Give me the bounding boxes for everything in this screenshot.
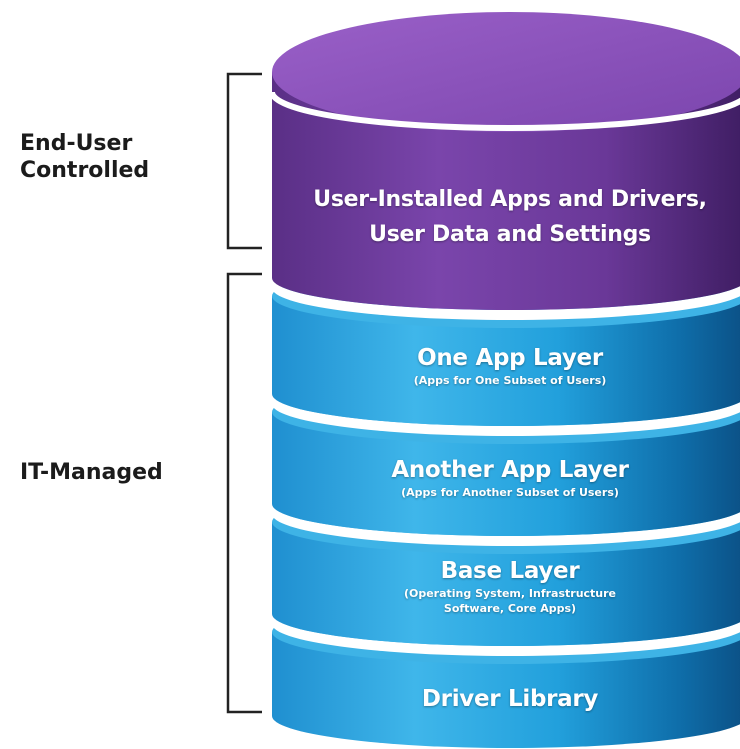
base-layer-subtitle-line2: Software, Core Apps) <box>443 602 577 615</box>
separator-2 <box>272 394 740 436</box>
separator-1 <box>272 278 740 320</box>
another-app-layer-subtitle: (Apps for Another Subset of Users) <box>401 486 619 499</box>
one-app-layer-title: One App Layer <box>417 345 603 371</box>
one-app-layer-text: One App Layer (Apps for One Subset of Us… <box>270 343 740 388</box>
base-layer-subtitle-line1: (Operating System, Infrastructure <box>403 587 617 600</box>
base-layer-title: Base Layer <box>440 558 580 584</box>
another-app-layer-title: Another App Layer <box>391 457 629 483</box>
user-layer-text: User-Installed Apps and Drivers, User Da… <box>270 182 740 252</box>
one-app-layer-subtitle: (Apps for One Subset of Users) <box>413 374 607 387</box>
driver-library-layer-text: Driver Library <box>270 684 740 714</box>
separator-3 <box>272 504 740 546</box>
base-layer-text: Base Layer (Operating System, Infrastruc… <box>270 556 740 616</box>
it-managed-label: IT-Managed <box>20 460 163 485</box>
user-layer-title-line1: User-Installed Apps and Drivers, <box>313 187 707 212</box>
it-managed-bracket <box>226 272 262 714</box>
user-layer <box>269 12 740 310</box>
separator-4 <box>272 614 740 656</box>
another-app-layer-text: Another App Layer (Apps for Another Subs… <box>270 455 740 500</box>
user-layer-title-line2: User Data and Settings <box>369 222 651 247</box>
driver-library-title: Driver Library <box>421 686 599 712</box>
end-user-bracket <box>226 72 262 250</box>
end-user-controlled-label: End-User Controlled <box>20 131 150 183</box>
